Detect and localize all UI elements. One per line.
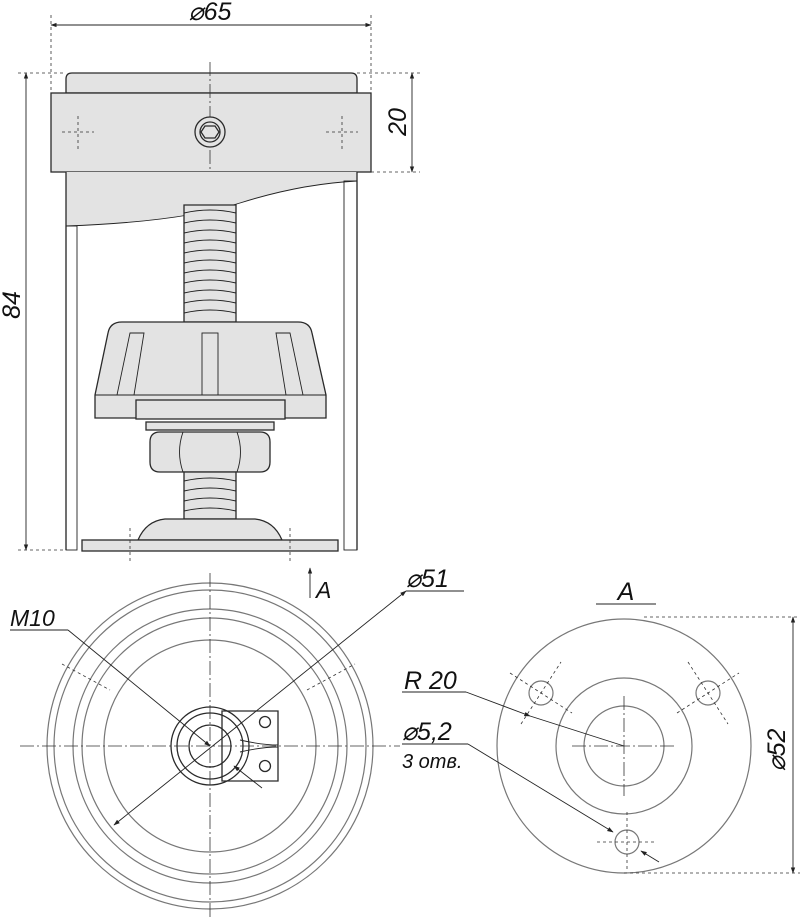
knob-washer [135,399,286,420]
label-plate-diameter: ⌀51 [406,565,449,593]
side-view [18,15,420,598]
nut-washer [145,421,275,431]
label-hole-count: 3 отв. [402,751,462,773]
mount-hole [695,680,721,706]
dimension-labels: ⌀65 20 84 A ⌀51 M10 A R 20 ⌀5,2 3 отв. ⌀… [0,0,791,773]
mount-hole [528,680,554,706]
threaded-rod-lower [183,471,237,520]
label-base-diameter: ⌀52 [763,728,791,771]
base-plate [81,539,339,552]
label-base-radius: R 20 [404,667,457,695]
label-thread: M10 [10,605,55,631]
view-a [402,603,800,874]
tube-wall-left [65,225,78,551]
foot-base [137,518,283,541]
tube-break-area [66,172,357,226]
bottom-view [10,573,464,918]
label-top-diameter: ⌀65 [189,0,232,26]
label-hole-diameter: ⌀5,2 [402,718,452,746]
wing-knob [94,321,327,419]
label-cap-height: 20 [384,108,412,137]
tube-wall-right [343,180,358,551]
hex-nut [149,431,271,473]
cap-rim [65,72,358,94]
label-view-marker: A [314,577,331,603]
threaded-rod-upper [183,204,237,323]
label-view-a-title: A [616,578,635,606]
label-overall-height: 84 [0,291,26,319]
